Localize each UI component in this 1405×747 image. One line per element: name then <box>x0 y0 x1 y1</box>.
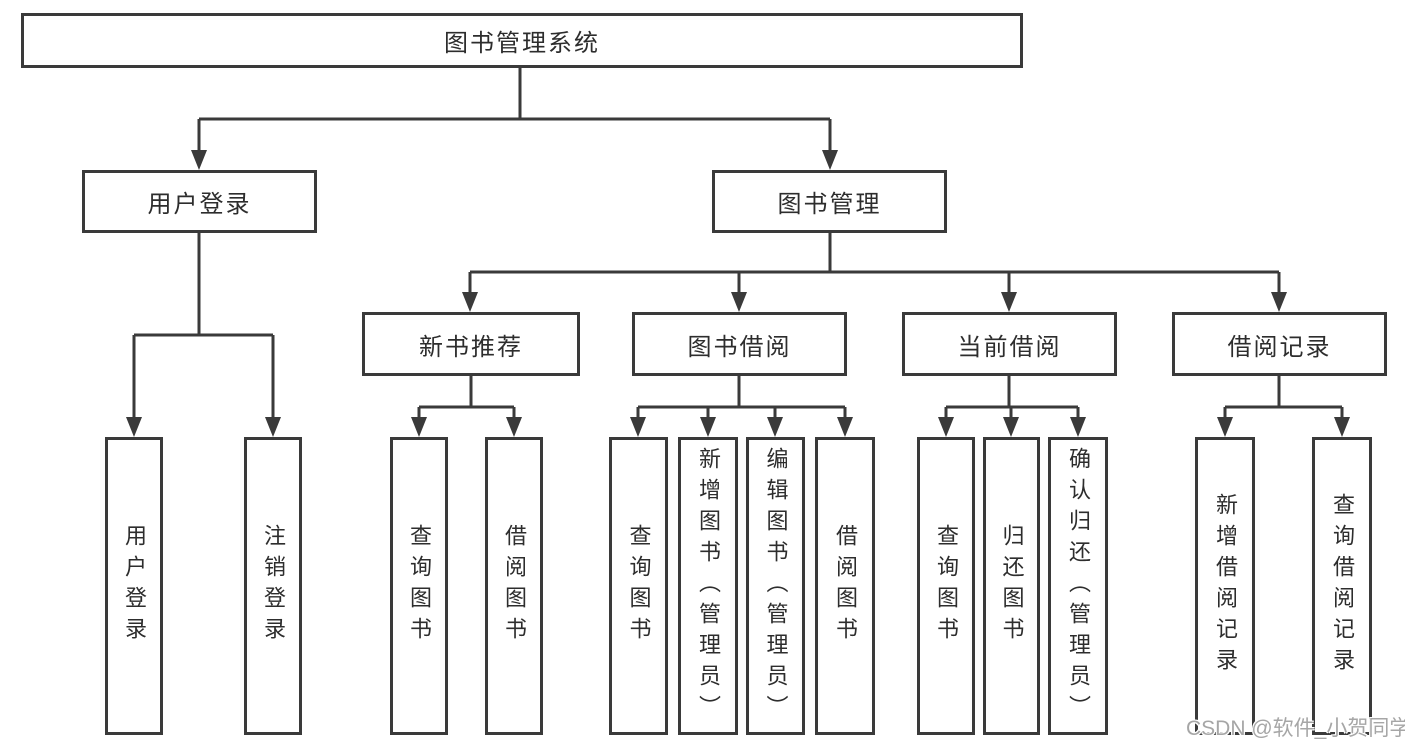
leaf-query-books-borrowing: 查询图书 <box>609 437 668 735</box>
leaf-borrow-books-recommend-label: 借阅图书 <box>502 524 527 648</box>
node-book-borrowing: 图书借阅 <box>632 312 847 376</box>
leaf-add-borrowing-record: 新增借阅记录 <box>1195 437 1255 735</box>
leaf-query-books-recommend-label: 查询图书 <box>407 524 432 648</box>
leaf-logout-label: 注销登录 <box>261 524 286 648</box>
leaf-logout: 注销登录 <box>244 437 302 735</box>
leaf-query-books-borrowing-label: 查询图书 <box>626 524 652 648</box>
leaf-borrow-books-recommend: 借阅图书 <box>485 437 543 735</box>
connector-new-book-group <box>411 376 522 437</box>
leaf-confirm-return-admin-label: 确认归还（管理员） <box>1066 446 1091 726</box>
connector-root-to-level2 <box>191 68 838 170</box>
connector-user-login-branch <box>126 233 281 437</box>
leaf-edit-books-admin: 编辑图书（管理员） <box>746 437 805 735</box>
node-current-borrowing: 当前借阅 <box>902 312 1117 376</box>
leaf-borrow-books: 借阅图书 <box>815 437 875 735</box>
connector-book-borrowing-group <box>630 376 853 437</box>
leaf-user-login-label: 用户登录 <box>122 524 147 648</box>
node-book-management: 图书管理 <box>712 170 947 233</box>
leaf-query-books-recommend: 查询图书 <box>390 437 448 735</box>
node-borrowing-records: 借阅记录 <box>1172 312 1387 376</box>
leaf-confirm-return-admin: 确认归还（管理员） <box>1048 437 1108 735</box>
leaf-add-books-admin: 新增图书（管理员） <box>678 437 738 735</box>
node-user-login: 用户登录 <box>82 170 317 233</box>
leaf-query-borrowing-record-label: 查询借阅记录 <box>1330 493 1355 679</box>
connector-borrowing-records-group <box>1217 376 1350 437</box>
leaf-return-books: 归还图书 <box>983 437 1040 735</box>
csdn-watermark: CSDN @软件_小贺同学 <box>1186 717 1405 740</box>
leaf-return-books-label: 归还图书 <box>999 524 1025 648</box>
node-new-book-recommendation: 新书推荐 <box>362 312 580 376</box>
leaf-add-books-admin-label: 新增图书（管理员） <box>696 446 721 726</box>
connector-book-management-branch <box>462 233 1287 312</box>
connector-current-borrowing-group <box>938 376 1086 437</box>
leaf-edit-books-admin-label: 编辑图书（管理员） <box>763 446 789 726</box>
leaf-user-login: 用户登录 <box>105 437 163 735</box>
leaf-query-borrowing-record: 查询借阅记录 <box>1312 437 1372 735</box>
leaf-borrow-books-label: 借阅图书 <box>833 524 858 648</box>
leaf-query-books-current: 查询图书 <box>917 437 975 735</box>
leaf-add-borrowing-record-label: 新增借阅记录 <box>1213 493 1238 679</box>
node-library-management-system: 图书管理系统 <box>21 13 1023 68</box>
leaf-query-books-current-label: 查询图书 <box>934 524 959 648</box>
